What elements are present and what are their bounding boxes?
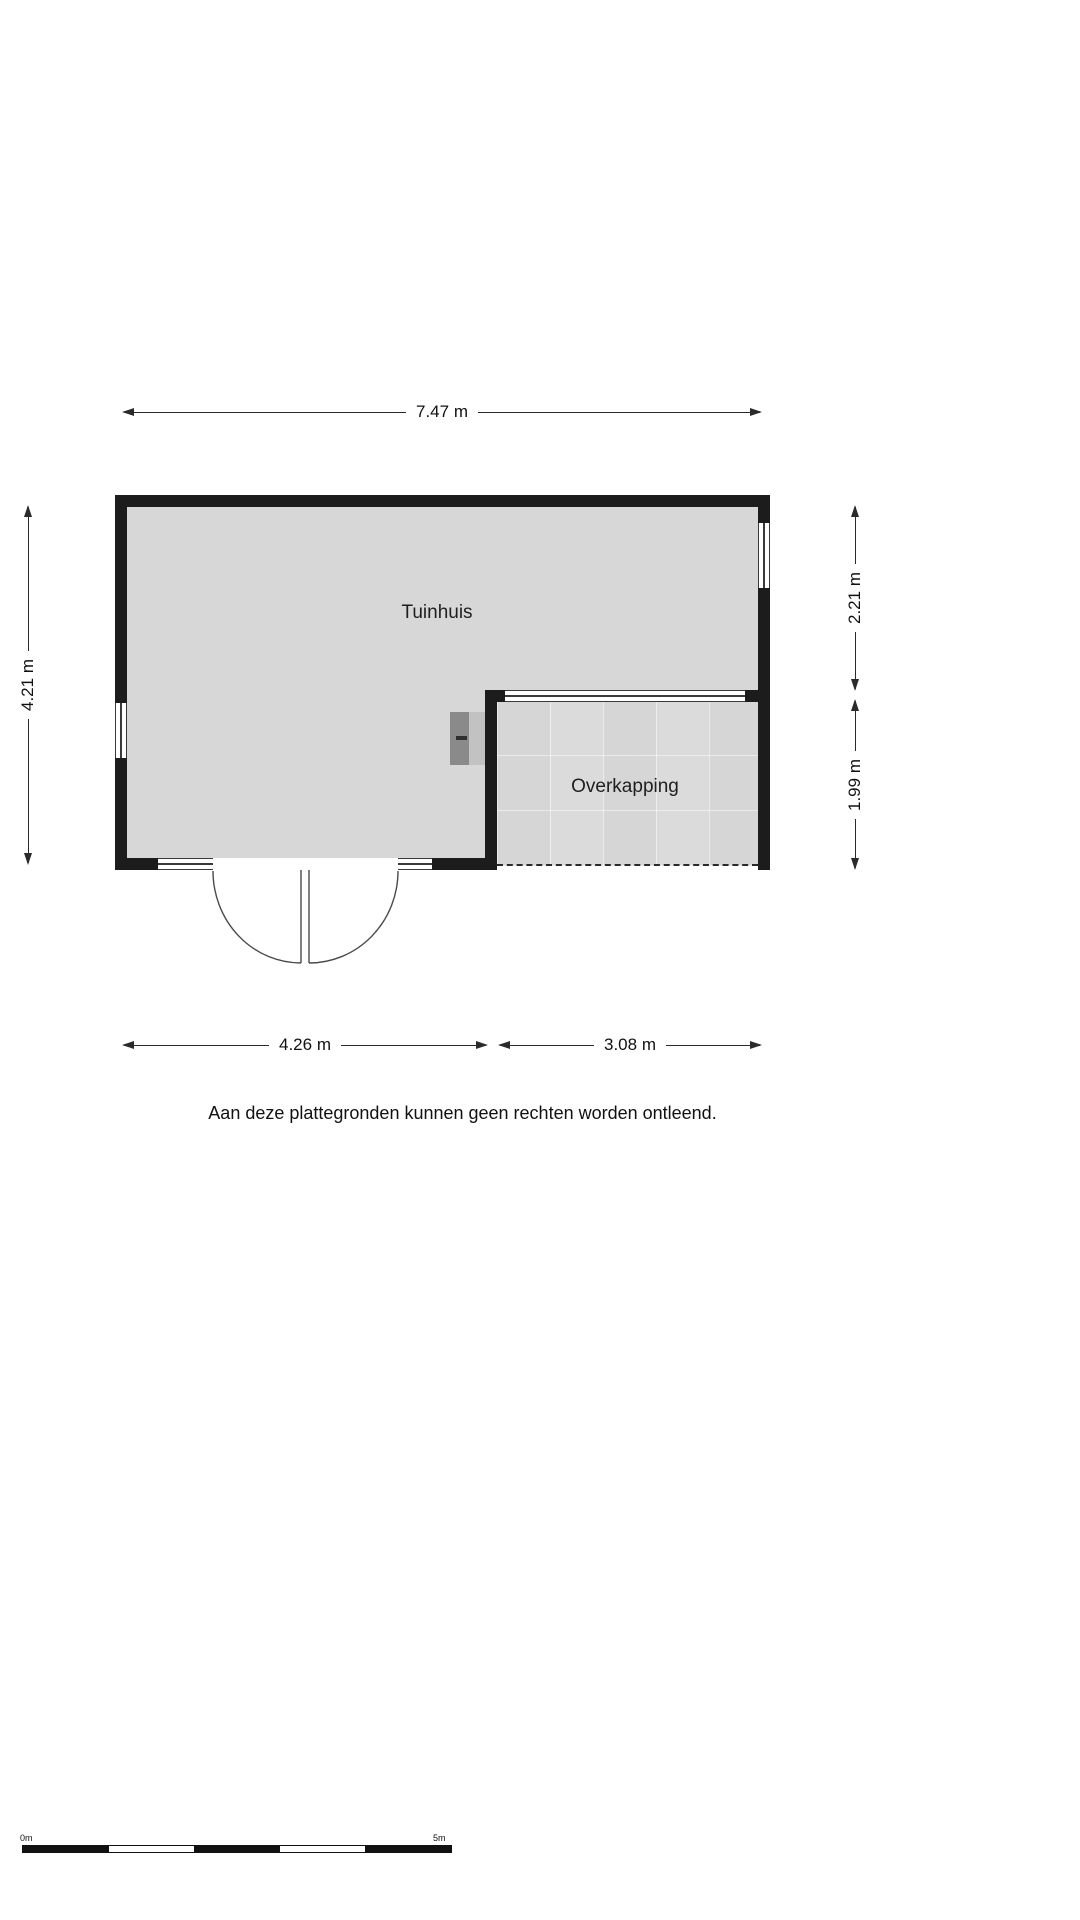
dimension-right-lower: 1.99 m [844, 699, 866, 870]
scalebar-start-label: 0m [20, 1833, 33, 1843]
window-mullion [120, 703, 122, 758]
wall-divider-vertical [485, 690, 497, 870]
scalebar-segment [23, 1846, 109, 1852]
dimension-bottom-left-label: 4.26 m [269, 1034, 341, 1056]
dimension-top-width: 7.47 m [122, 401, 762, 423]
dimension-bottom-right: 3.08 m [498, 1034, 762, 1056]
wall-left [115, 495, 127, 870]
door-opening [213, 858, 398, 870]
overkapping-open-edge [497, 864, 758, 866]
stove-handle [456, 736, 467, 740]
double-door-swing [212, 870, 399, 964]
window-mullion [763, 523, 765, 588]
window-mullion [505, 695, 745, 697]
dimension-right-lower-label: 1.99 m [844, 750, 866, 819]
dimension-right-upper: 2.21 m [844, 505, 866, 691]
scalebar-segment [194, 1846, 280, 1852]
room-label-tuinhuis: Tuinhuis [401, 602, 473, 623]
dimension-left-height: 4.21 m [17, 505, 39, 865]
dimension-bottom-right-label: 3.08 m [594, 1034, 666, 1056]
overkapping-floor-tiles [497, 702, 758, 866]
scalebar-segment [365, 1846, 451, 1852]
stove-side [469, 712, 485, 765]
window-bottom-left [158, 858, 213, 870]
wall-right [758, 495, 770, 870]
scalebar-end-label: 5m [433, 1833, 446, 1843]
window-left-wall [115, 703, 127, 758]
disclaimer-text: Aan deze plattegronden kunnen geen recht… [208, 1103, 717, 1123]
dimension-bottom-left: 4.26 m [122, 1034, 488, 1056]
dimension-left-height-label: 4.21 m [17, 651, 39, 719]
window-overkapping-divider [505, 690, 745, 702]
window-right-wall [758, 523, 770, 588]
dimension-top-width-label: 7.47 m [406, 401, 478, 423]
stove-fixture [450, 712, 485, 765]
window-bottom-right [398, 858, 432, 870]
window-mullion [158, 863, 213, 865]
wall-top [115, 495, 770, 507]
window-mullion [398, 863, 432, 865]
scalebar-segment [108, 1846, 195, 1852]
room-label-overkapping: Overkapping [571, 776, 679, 797]
scalebar [22, 1845, 452, 1853]
dimension-right-upper-label: 2.21 m [844, 564, 866, 632]
scalebar-segment [279, 1846, 366, 1852]
